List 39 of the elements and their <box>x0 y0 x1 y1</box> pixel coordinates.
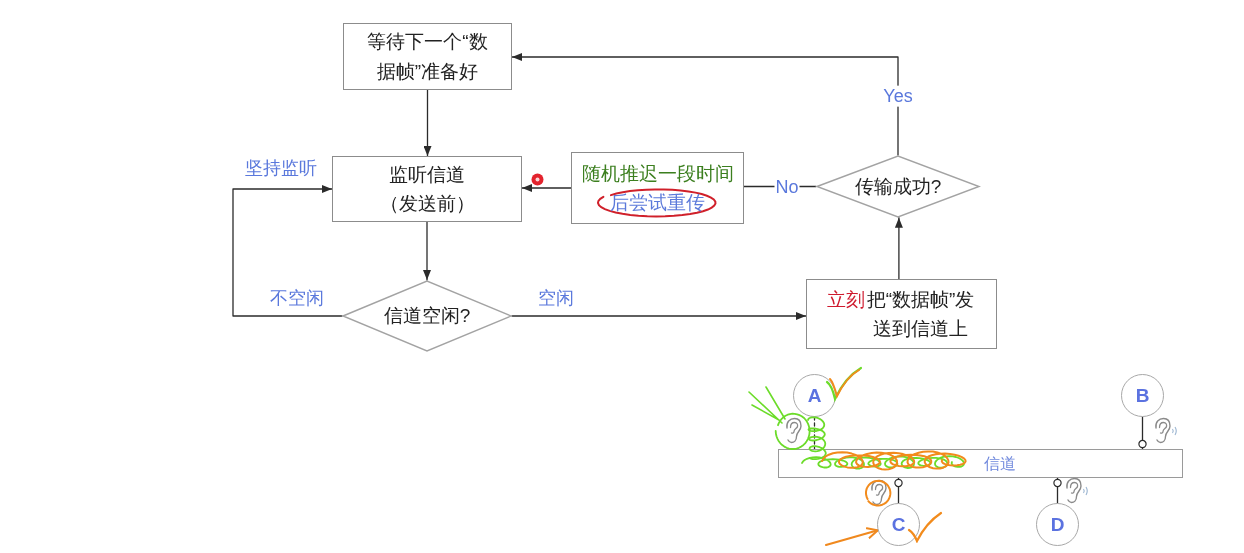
arrow <box>894 217 903 280</box>
decision-diamond <box>342 280 512 352</box>
connector-line <box>1138 416 1147 450</box>
edge-label: Yes <box>882 85 914 107</box>
edge-label: 空闲 <box>537 287 575 309</box>
process-box <box>806 279 997 349</box>
process-box <box>332 156 522 222</box>
arrow <box>232 185 343 317</box>
question-text: 传输成功? <box>854 174 942 199</box>
note-label: 坚持监听 <box>244 157 318 179</box>
arrow <box>511 312 807 320</box>
arrow <box>423 89 432 157</box>
process-box <box>571 152 744 224</box>
connector-line <box>1053 477 1062 504</box>
step-text: 把“数据帧”发送到信道上 <box>865 287 976 341</box>
dashed-line <box>813 416 816 450</box>
station-label: A <box>807 386 822 405</box>
decision-diamond <box>816 155 980 218</box>
step-text: 后尝试重传 <box>610 191 705 215</box>
handdrawn-arrow <box>824 527 879 547</box>
station-circle <box>877 503 920 546</box>
arrow <box>511 53 899 156</box>
station-label: C <box>891 515 906 534</box>
station-label: D <box>1050 515 1065 534</box>
channel-label: 信道 <box>984 453 1016 474</box>
question-text: 信道空闲? <box>383 304 471 329</box>
connector-line <box>894 477 903 504</box>
station-label: B <box>1135 386 1150 405</box>
station-circle <box>793 374 836 417</box>
edge-label: 不空闲 <box>269 287 325 309</box>
station-circle <box>1121 374 1164 417</box>
step-text: 等待下一个“数据帧”准备好 <box>366 30 489 84</box>
arrow <box>423 221 431 281</box>
station-circle <box>1036 503 1079 546</box>
arrow <box>521 184 572 192</box>
step-text: 随机推迟一段时间 <box>581 161 734 186</box>
step-text: 立刻 <box>826 287 865 312</box>
step-text: 监听信道（发送前） <box>378 162 476 216</box>
process-box <box>343 23 512 90</box>
